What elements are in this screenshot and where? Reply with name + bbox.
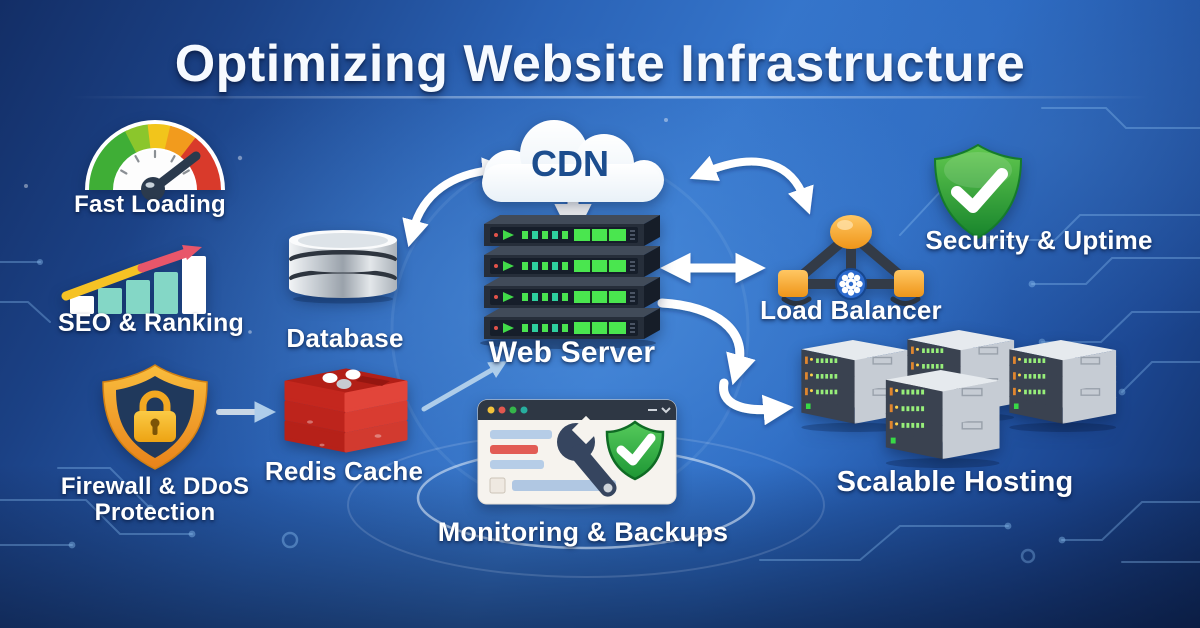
web-server-label: Web Server [488,336,656,369]
redis-cache-label: Redis Cache [264,456,424,486]
bar-chart-growth-icon [61,245,232,316]
seo-ranking-label: SEO & Ranking [58,309,244,337]
green-shield-check-icon [930,142,1026,242]
server-stacks-icon [782,326,1118,476]
gear-glyph [839,272,863,296]
page-title: Optimizing Website Infrastructure [174,35,1026,93]
load-balancer-icon [762,212,940,308]
cdn-label: CDN [531,143,609,184]
fast-loading-label: Fast Loading [74,191,226,218]
firewall-ddos-label: Firewall & DDoS Protection [60,473,250,526]
arrow-cdn-loadbalancer [689,155,814,215]
monitoring-backups-label: Monitoring & Backups [437,517,729,547]
arrow-webserver-hosting-2 [719,378,794,426]
database-cylinder-icon [284,226,402,306]
database-label: Database [286,323,404,353]
arrow-webserver-hosting-1 [657,298,756,386]
security-uptime-label: Security & Uptime [925,225,1153,255]
shield-lock-icon [90,361,220,473]
browser-wrench-check-icon [472,390,692,512]
wrench-glyph [557,415,617,497]
server-units [484,215,660,339]
scalable-hosting-label: Scalable Hosting [836,466,1074,498]
redis-stack-icon [278,368,414,462]
server-rack-icon [468,210,672,350]
load-balancer-label: Load Balancer [760,295,942,325]
cloud-icon: CDN [458,114,682,208]
speedometer-icon [75,116,235,201]
